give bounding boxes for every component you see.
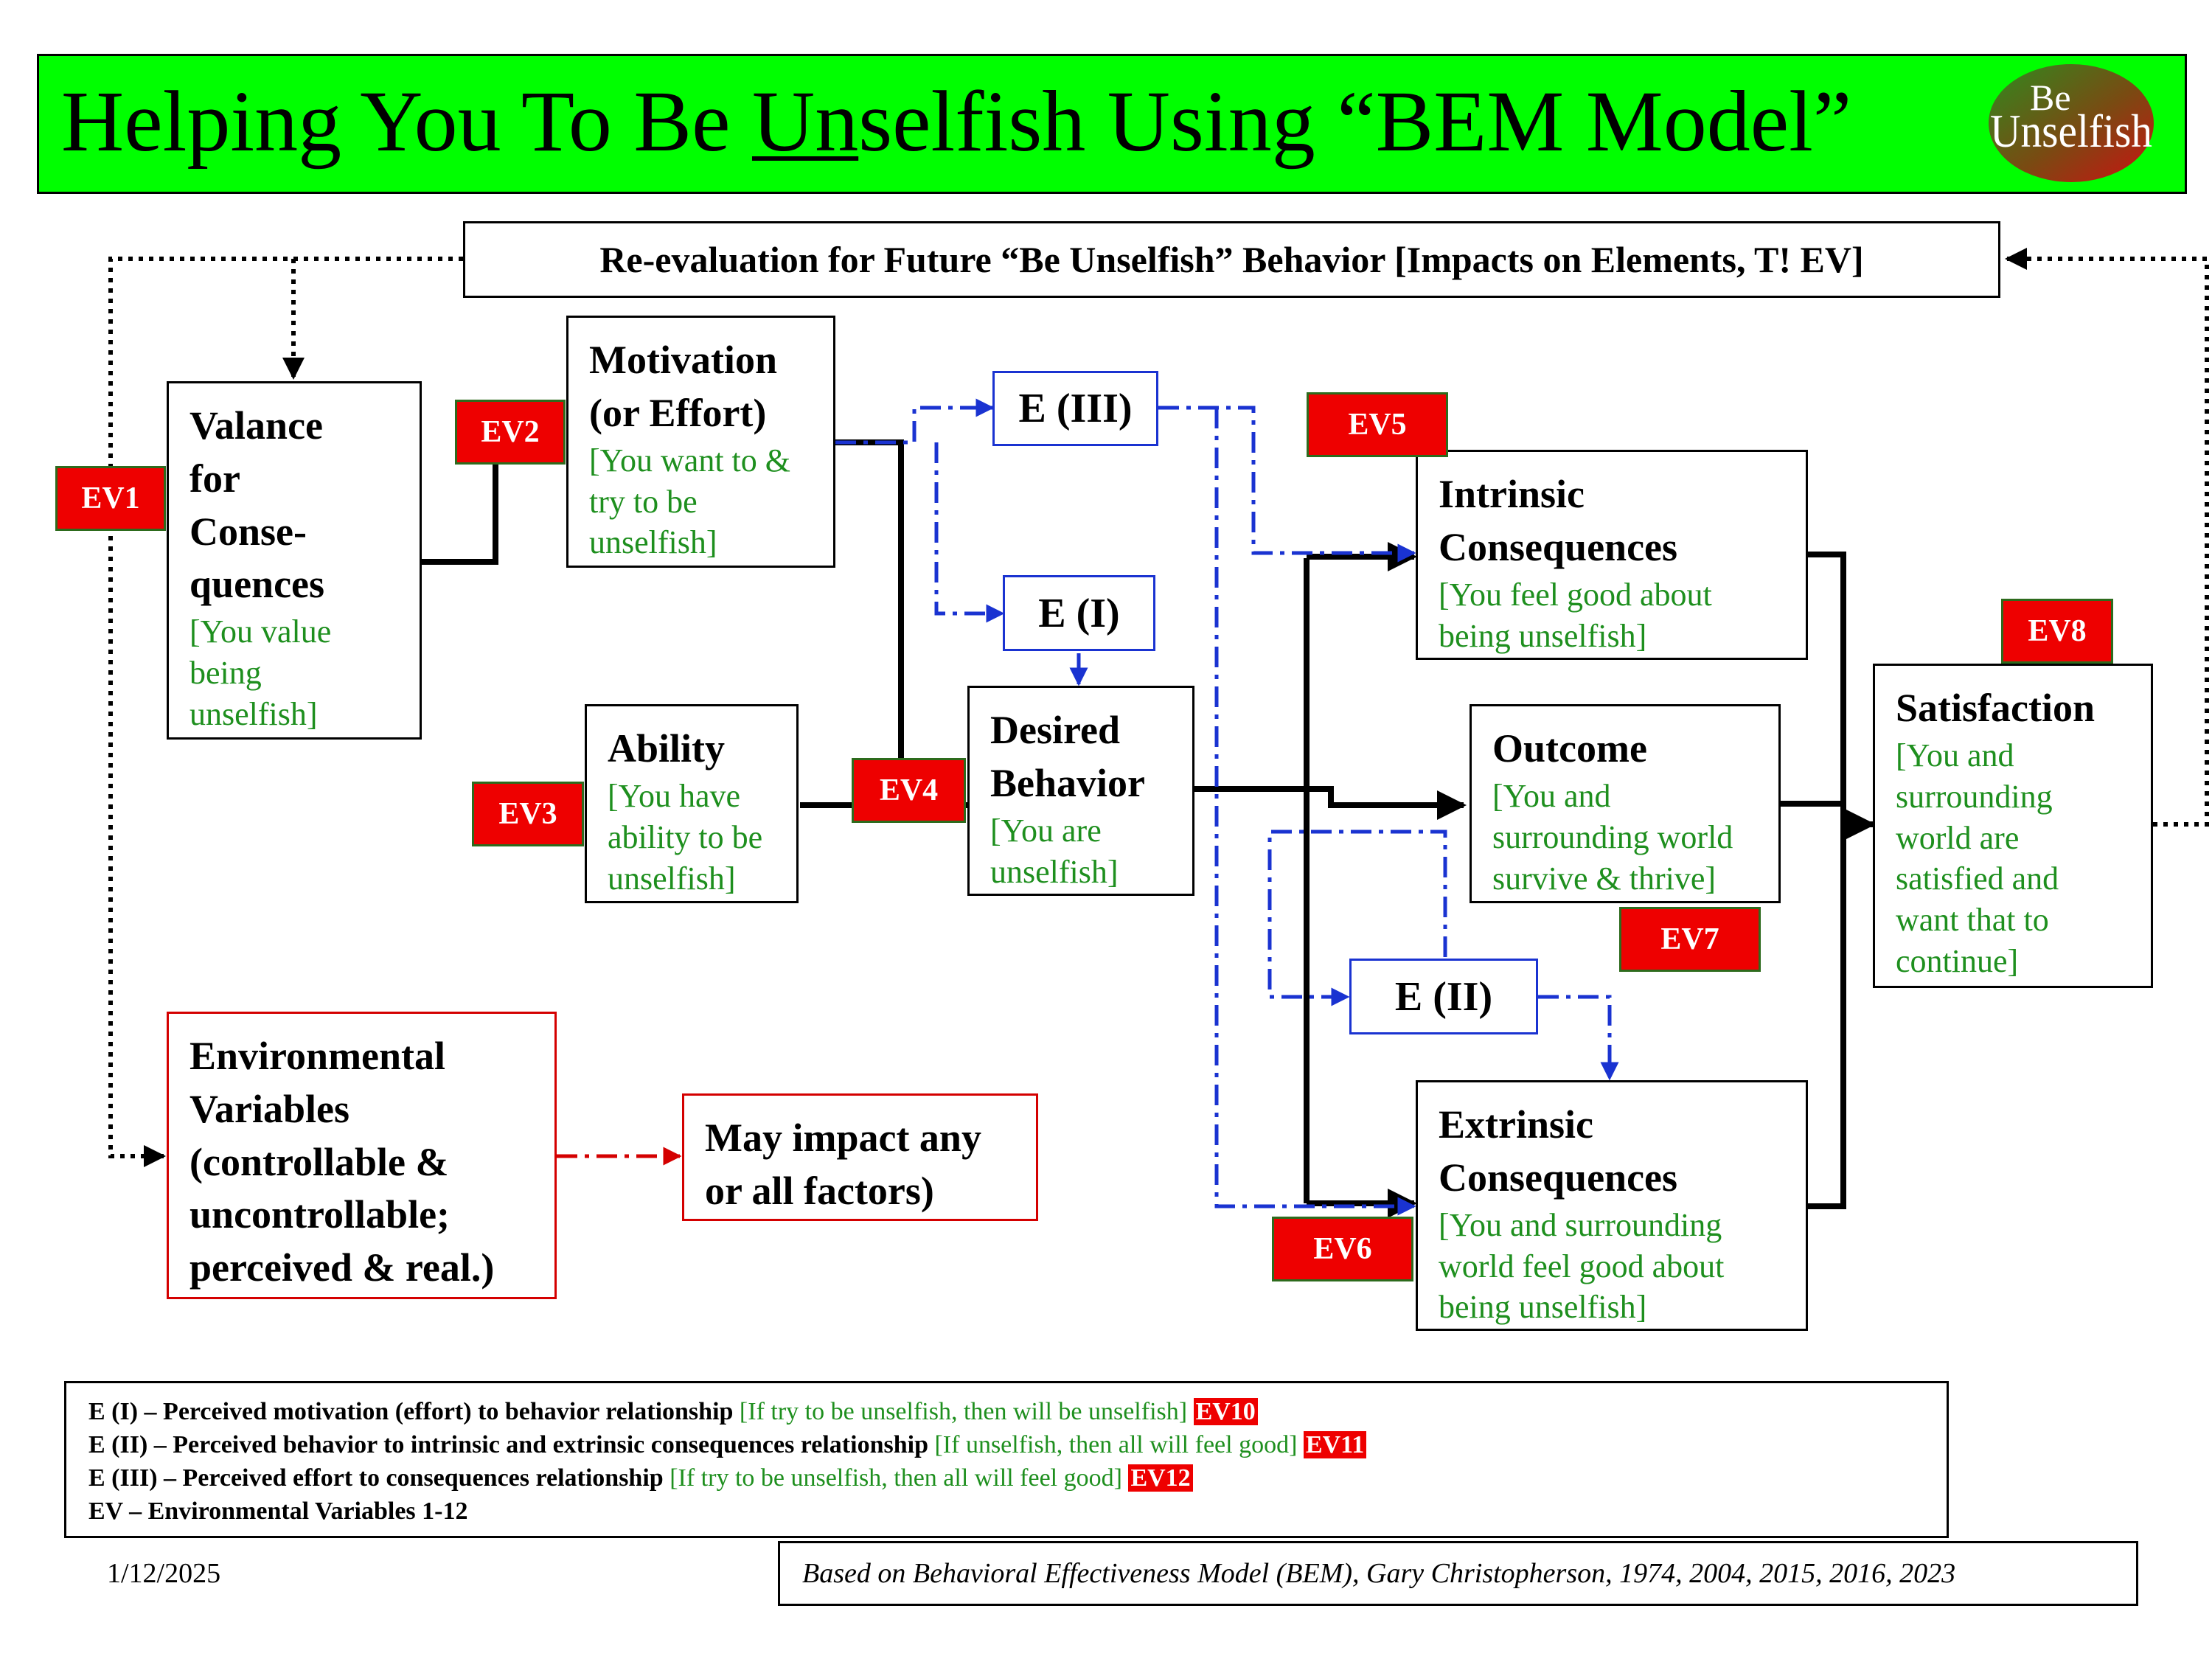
expectancy-e1-box: E (I) [1003, 575, 1155, 651]
be-unselfish-logo: Be Unselfish [1989, 64, 2154, 182]
ev5-label: EV5 [1307, 392, 1448, 457]
footer-date: 1/12/2025 [107, 1558, 221, 1589]
motivation-title: Motivation(or Effort) [589, 338, 777, 435]
satisfaction-title: Satisfaction [1896, 686, 2095, 730]
reevaluation-box: Re-evaluation for Future “Be Unselfish” … [463, 221, 2000, 298]
ev2-label: EV2 [455, 400, 566, 465]
legend-row-e1: E (I) – Perceived motivation (effort) to… [88, 1395, 1924, 1428]
logo-line-2: Unselfish [1990, 105, 2152, 157]
title-underlined-part: Un [751, 73, 859, 170]
ev3-label: EV3 [472, 782, 584, 846]
ev4-label: EV4 [852, 758, 966, 823]
expectancy-e2-box: E (II) [1349, 959, 1538, 1034]
ev8-label: EV8 [2001, 599, 2113, 664]
expectancy-e3-box: E (III) [992, 371, 1158, 446]
title-banner: Helping You To Be Unselfish Using “BEM M… [37, 54, 2187, 194]
legend-row-e3: E (III) – Perceived effort to consequenc… [88, 1461, 1924, 1495]
legend-box: E (I) – Perceived motivation (effort) to… [64, 1381, 1949, 1538]
footer-credit: Based on Behavioral Effectiveness Model … [778, 1541, 2138, 1606]
motivation-box: Motivation(or Effort) [You want to &try … [566, 316, 835, 568]
ability-title: Ability [608, 726, 726, 771]
legend-row-ev: EV – Environmental Variables 1-12 [88, 1498, 468, 1525]
ev7-label: EV7 [1619, 907, 1761, 972]
ev6-label: EV6 [1272, 1217, 1413, 1281]
ev1-label: EV1 [55, 466, 166, 531]
outcome-title: Outcome [1492, 726, 1647, 771]
legend-row-e2: E (II) – Perceived behavior to intrinsic… [88, 1428, 1924, 1461]
logo-line-1: Be [2030, 77, 2071, 118]
page-title: Helping You To Be Unselfish Using “BEM M… [61, 73, 1852, 170]
